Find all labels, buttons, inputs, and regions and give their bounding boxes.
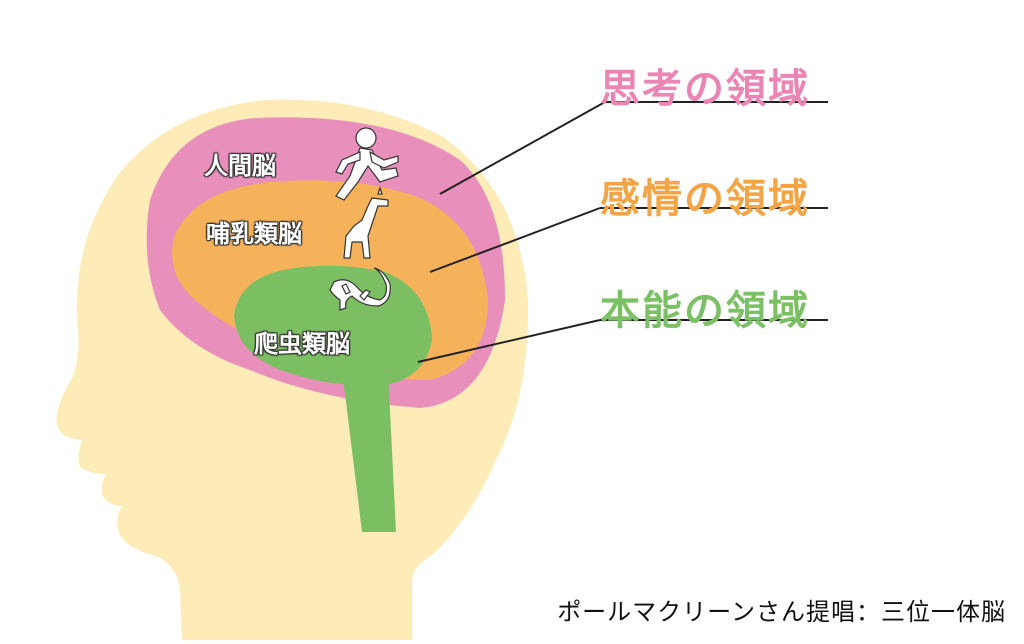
lizard-icon: [329, 267, 391, 311]
running-person-icon: [335, 127, 399, 201]
leader-line-thought: [439, 101, 828, 195]
reptilian-region: [234, 265, 432, 386]
brainstem: [342, 370, 396, 532]
label-mammal-brain: 哺乳類脳: [206, 220, 302, 248]
leader-line-emotion: [429, 207, 828, 273]
label-reptile-brain: 爬虫類脳: [254, 330, 350, 358]
region-title-thought: 思考の領域: [600, 66, 810, 112]
label-human-brain: 人間脳: [204, 152, 276, 180]
leader-line-instinct: [417, 319, 828, 363]
region-title-emotion: 感情の領域: [600, 176, 810, 222]
region-title-instinct: 本能の領域: [600, 288, 810, 334]
giraffe-icon: [343, 186, 389, 259]
diagram-caption: ポールマクリーンさん提唱：三位一体脳: [557, 598, 1006, 626]
